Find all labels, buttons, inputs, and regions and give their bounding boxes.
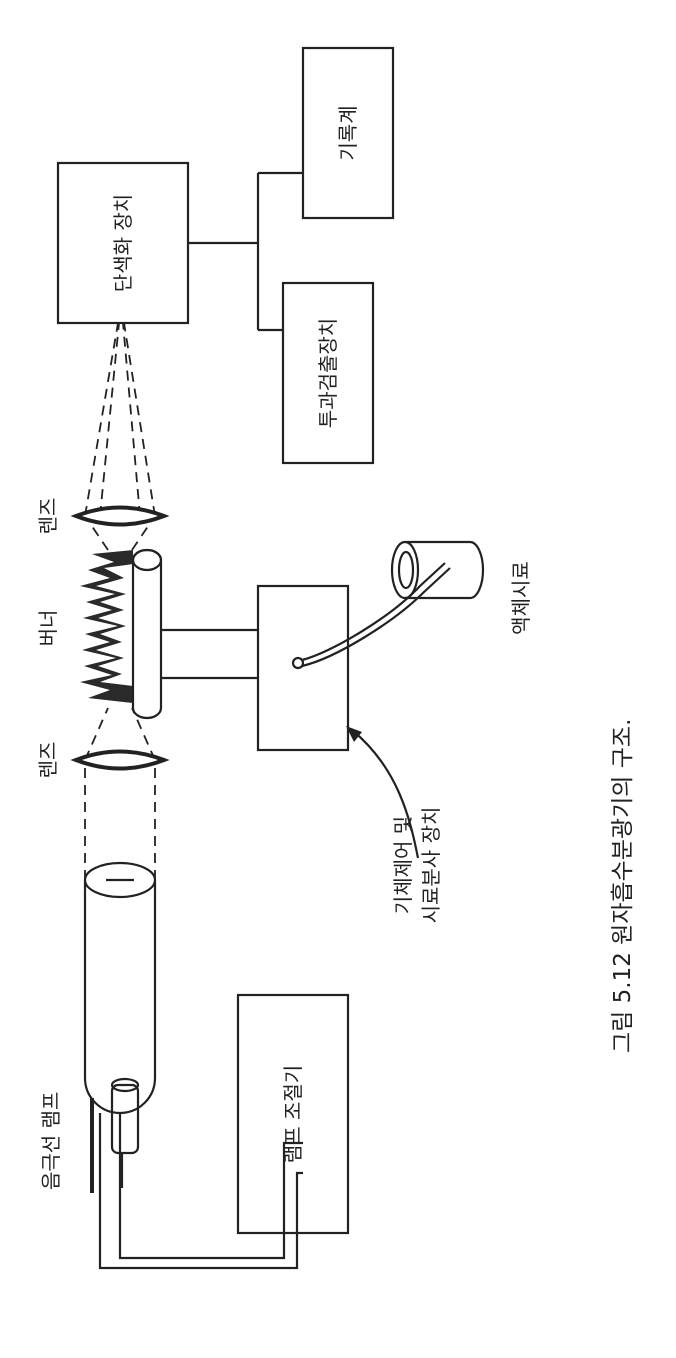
lens-2-label: 렌즈: [36, 498, 60, 535]
gas-control-box: [256, 584, 350, 752]
detector-box: [281, 281, 375, 465]
lamp-power-cables: [98, 1113, 303, 1270]
beam-lens2-to-monochromator: [84, 322, 156, 517]
recorder-label: 기록계: [336, 105, 360, 160]
gas-control-arrow: [346, 726, 420, 859]
hollow-cathode-lamp: [83, 861, 157, 1193]
lamp-controller-box: [236, 993, 350, 1235]
lamp-controller-label: 램프 조절기: [281, 1065, 305, 1163]
aspiration-tube: [301, 562, 446, 662]
gas-control-label: 기체제어 및: [391, 816, 415, 914]
burner-stem: [161, 628, 258, 680]
liquid-sample-label: 액체시료: [509, 561, 533, 635]
gas-control-label-2: 시료분사 장치: [419, 807, 443, 924]
liquid-sample-beaker: [390, 540, 485, 600]
detector-label: 투과검출장치: [316, 318, 340, 428]
burner-head: [131, 548, 163, 720]
lens-1-label: 렌즈: [36, 742, 60, 779]
lamp-label: 음극선 램프: [39, 1092, 63, 1190]
beam-lens1-to-burner: [84, 707, 156, 761]
output-connections: [188, 171, 303, 332]
burner-flame: [80, 550, 133, 703]
beam-lamp-to-lens1: [84, 760, 156, 880]
lens-1: [70, 749, 170, 771]
burner-label: 버너: [36, 610, 60, 647]
lens-2: [70, 505, 170, 527]
recorder-box: [301, 46, 395, 220]
figure-caption: 그림 5.12 원자흡수분광기의 구조.: [610, 719, 636, 1053]
monochromator-label: 단색화 장치: [111, 194, 135, 292]
